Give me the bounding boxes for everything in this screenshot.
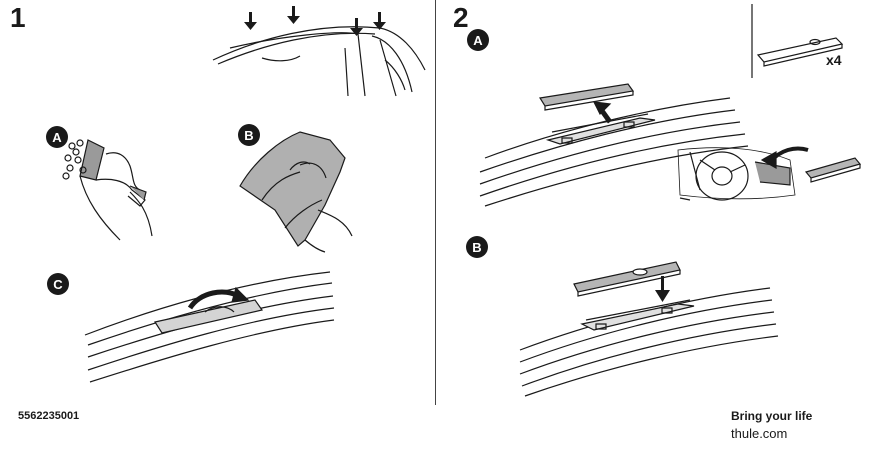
step-1-number: 1 bbox=[10, 2, 26, 33]
quantity-label: x4 bbox=[826, 52, 842, 68]
substep-1a-badge: A bbox=[46, 126, 68, 148]
brand-tagline: Bring your life bbox=[731, 409, 813, 423]
part-number: 5562235001 bbox=[18, 410, 80, 422]
substep-2b-badge: B bbox=[466, 236, 488, 258]
substep-1c-badge: C bbox=[47, 273, 69, 295]
brand-website: thule.com bbox=[731, 426, 788, 441]
section-divider bbox=[435, 0, 436, 405]
substep-1b-badge: B bbox=[238, 124, 260, 146]
substep-2a-badge: A bbox=[467, 29, 489, 51]
step-2-number: 2 bbox=[453, 2, 469, 33]
